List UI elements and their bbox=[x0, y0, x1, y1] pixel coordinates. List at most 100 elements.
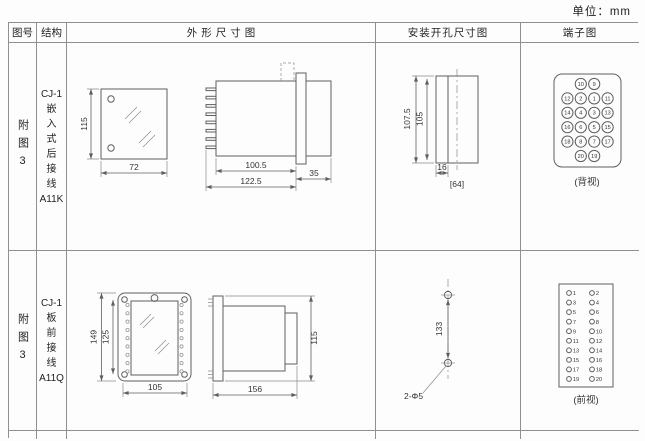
filler-cell bbox=[521, 431, 639, 439]
screw-dot bbox=[125, 344, 130, 349]
unit-label: 单位：mm bbox=[572, 6, 631, 18]
mounting-cell-1: 107.5 105 16 [64] bbox=[376, 43, 521, 251]
structure-line: 线 bbox=[46, 357, 57, 369]
terminal-circle bbox=[574, 106, 587, 119]
dim-label-125: 125 bbox=[101, 330, 111, 344]
terminal-number: 16 bbox=[564, 125, 570, 131]
header-outline-label: 外形尺寸图 bbox=[186, 27, 260, 39]
terminal-circle bbox=[561, 121, 574, 134]
filler-cell bbox=[9, 431, 37, 439]
terminal-number: 16 bbox=[596, 358, 602, 364]
terminal-screw-column-left bbox=[125, 303, 130, 374]
front-view-drawing: 149 125 105 bbox=[89, 292, 192, 397]
mounting-cell-2: 133 2-Φ5 bbox=[376, 251, 521, 431]
terminal-circle bbox=[589, 366, 595, 373]
structure-line: 入 bbox=[46, 118, 57, 130]
structure-line: 后 bbox=[46, 148, 57, 160]
terminal-number: 6 bbox=[579, 125, 582, 131]
dim-label-133: 133 bbox=[434, 322, 444, 336]
terminal-number: 12 bbox=[596, 339, 602, 345]
terminal-number: 9 bbox=[573, 329, 576, 335]
terminal-number: 11 bbox=[573, 339, 579, 345]
outline-cell-2: 149 125 105 156 115 bbox=[67, 251, 376, 431]
terminal-circle bbox=[588, 149, 601, 163]
screw-dot bbox=[125, 369, 130, 374]
terminal-circle bbox=[589, 376, 595, 382]
terminal-number: 15 bbox=[604, 125, 610, 131]
cutout-drawing: 107.5 105 16 [64] bbox=[402, 69, 479, 189]
terminal-circle bbox=[561, 92, 574, 105]
terminal-circle bbox=[574, 77, 587, 91]
side-view-drawing: 100.5 35 122.5 bbox=[205, 62, 332, 191]
terminal-circle bbox=[589, 318, 595, 325]
terminal-circle bbox=[566, 290, 572, 296]
terminal-circle bbox=[589, 328, 595, 335]
header-outline: 外形尺寸图 bbox=[67, 23, 376, 43]
terminal-circle bbox=[561, 106, 574, 119]
terminal-circle bbox=[588, 77, 601, 91]
header-mounting-label: 安装开孔尺寸图 bbox=[407, 27, 489, 39]
terminal-circle bbox=[601, 135, 614, 148]
screw-dot bbox=[125, 327, 130, 332]
terminal-circle bbox=[566, 299, 572, 306]
dim-label-115b: 115 bbox=[309, 331, 319, 345]
mounting-cutout-drawing: 107.5 105 16 [64] bbox=[402, 69, 479, 189]
filler-cell bbox=[37, 431, 67, 439]
terminal-number: 7 bbox=[593, 140, 596, 146]
terminal-circle bbox=[588, 106, 601, 119]
terminal-number: 8 bbox=[596, 320, 599, 326]
terminal-number: 11 bbox=[605, 96, 611, 102]
terminal-number: 5 bbox=[573, 310, 576, 316]
structure-cell-2: CJ-1 板 前 接 线 A11Q bbox=[37, 251, 67, 431]
outline-drawing-a11k: 115 72 bbox=[79, 62, 332, 191]
view-label-front: (前视) bbox=[573, 394, 598, 406]
terminal-circle bbox=[589, 290, 595, 296]
figure-no-cell-2: 附图3 bbox=[9, 251, 37, 431]
dim-label-64: [64] bbox=[450, 179, 464, 189]
header-structure: 结构 bbox=[37, 23, 67, 43]
terminal-number: 19 bbox=[591, 154, 597, 160]
figure-no-cell-1: 附图3 bbox=[9, 43, 37, 251]
terminal-number: 3 bbox=[593, 111, 596, 117]
terminal-number: 8 bbox=[579, 140, 582, 146]
structure-line: 板 bbox=[46, 312, 57, 324]
terminal-circle bbox=[589, 337, 595, 344]
structure-line: 嵌 bbox=[46, 103, 57, 115]
terminal-number: 4 bbox=[579, 111, 582, 117]
screw-dot bbox=[179, 311, 184, 316]
terminal-number: 3 bbox=[573, 301, 576, 307]
structure-text-2: CJ-1 板 前 接 线 A11Q bbox=[37, 251, 66, 430]
terminal-number: 13 bbox=[604, 111, 610, 117]
dim-label-156: 156 bbox=[248, 384, 262, 394]
screw-dot bbox=[179, 361, 184, 366]
hole-size-label: 2-Φ5 bbox=[404, 391, 423, 401]
structure-line: CJ-1 bbox=[40, 88, 63, 100]
terminal-number: 1 bbox=[593, 96, 596, 102]
terminal-number: 7 bbox=[573, 320, 576, 326]
screw-dot bbox=[179, 352, 184, 357]
dim-label-100-5: 100.5 bbox=[245, 160, 267, 170]
terminal-circle bbox=[589, 347, 595, 354]
terminal-number: 17 bbox=[573, 368, 579, 374]
screw-dot bbox=[179, 369, 184, 374]
mounting-holes-drawing: 133 2-Φ5 bbox=[404, 279, 455, 401]
figure-no-1: 附图3 bbox=[16, 119, 29, 174]
terminal-circle bbox=[589, 309, 595, 315]
terminal-number: 10 bbox=[578, 82, 584, 88]
screw-dot bbox=[179, 327, 184, 332]
terminal-number: 5 bbox=[593, 125, 596, 131]
terminal-circle bbox=[566, 318, 572, 325]
terminal-circle bbox=[589, 356, 595, 363]
terminal-circle bbox=[588, 92, 601, 105]
terminal-number: 18 bbox=[596, 368, 602, 374]
drill-holes-drawing: 133 2-Φ5 bbox=[404, 279, 455, 401]
terminal-number: 9 bbox=[593, 82, 596, 88]
terminal-number: 17 bbox=[604, 140, 610, 146]
screw-dot bbox=[125, 336, 130, 341]
terminal-circle bbox=[588, 135, 601, 148]
terminal-number: 1 bbox=[573, 291, 576, 297]
spec-table: 图号 结构 外形尺寸图 安装开孔尺寸图 端子图 附图3 CJ-1 嵌 入 式 后… bbox=[8, 22, 639, 439]
